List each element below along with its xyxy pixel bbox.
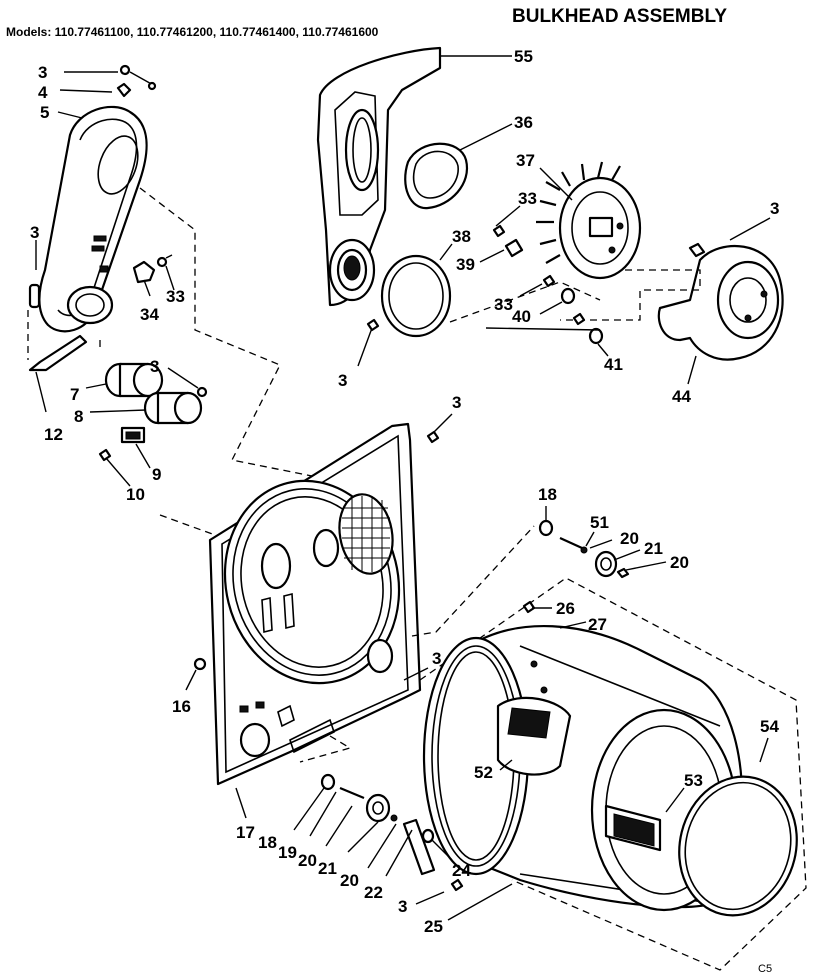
callout-20: 20 [340, 871, 359, 890]
callout-41: 41 [604, 355, 623, 374]
callout-54: 54 [760, 717, 779, 736]
screws-top-left [57, 64, 157, 119]
switch-part-9 [98, 426, 151, 487]
duct-cover-part-5 [38, 105, 148, 333]
callout-25: 25 [424, 917, 443, 936]
callout-4: 4 [38, 83, 48, 102]
drum-part-27 [422, 600, 743, 912]
callout-26: 26 [556, 599, 575, 618]
page-title: BULKHEAD ASSEMBLY [512, 6, 727, 27]
rear-duct-part-55 [316, 46, 512, 307]
nut-part-16 [185, 657, 207, 691]
callout-22: 22 [364, 883, 383, 902]
models-line: Models: 110.77461100, 110.77461200, 110.… [6, 25, 379, 39]
callout-7: 7 [70, 385, 79, 404]
bearing-parts-lower [293, 735, 513, 921]
callout-17: 17 [236, 823, 255, 842]
leader-3-bulkhead-right [403, 667, 429, 681]
callout-20: 20 [670, 553, 689, 572]
bulkhead-part-17 [208, 422, 422, 819]
callout-19: 19 [278, 843, 297, 862]
callout-20: 20 [298, 851, 317, 870]
callout-5: 5 [40, 103, 49, 122]
clip-part-12 [28, 334, 88, 413]
bulkhead-mount-line [411, 525, 535, 637]
lint-screen-grille [342, 496, 390, 572]
bulkhead-assembly-line [159, 514, 216, 536]
blower-wheel-part-37 [536, 161, 642, 280]
callout-38: 38 [452, 227, 471, 246]
seal-part-38 [380, 243, 453, 338]
motor-part-7-8 [85, 362, 208, 425]
callout-27: 27 [588, 615, 607, 634]
small-parts-33-40-41 [485, 205, 609, 357]
callout-24: 24 [452, 861, 471, 880]
callout-40: 40 [512, 307, 531, 326]
callout-3: 3 [150, 357, 159, 376]
callout-44: 44 [672, 387, 691, 406]
callout-55: 55 [514, 47, 533, 66]
screw-part-3-bulkhead [426, 413, 453, 444]
callout-18: 18 [258, 833, 277, 852]
callout-33: 33 [166, 287, 185, 306]
callout-21: 21 [318, 859, 337, 878]
callout-3: 3 [770, 199, 779, 218]
leader-39 [479, 249, 505, 263]
callout-34: 34 [140, 305, 159, 324]
callout-8: 8 [74, 407, 83, 426]
callout-20: 20 [620, 529, 639, 548]
callout-36: 36 [514, 113, 533, 132]
callout-16: 16 [172, 697, 191, 716]
callout-3: 3 [432, 649, 441, 668]
callout-12: 12 [44, 425, 63, 444]
callout-10: 10 [126, 485, 145, 504]
seal-part-54 [678, 737, 798, 917]
callout-33: 33 [518, 189, 537, 208]
screw-part-3-left [27, 240, 41, 360]
screw-part-3-center [357, 327, 373, 367]
callout-53: 53 [684, 771, 703, 790]
bearing-parts-upper [538, 506, 667, 579]
callout-52: 52 [474, 763, 493, 782]
drum-enclosure-line [419, 577, 807, 971]
callout-3: 3 [30, 223, 39, 242]
callout-3: 3 [398, 897, 407, 916]
callout-33: 33 [494, 295, 513, 314]
bracket-part-34 [132, 254, 175, 297]
callout-3: 3 [452, 393, 461, 412]
callout-51: 51 [590, 513, 609, 532]
seal-part-36 [404, 123, 513, 210]
housing-assembly-line [449, 281, 601, 323]
screw-part-3-center-head [366, 318, 380, 332]
callout-37: 37 [516, 151, 535, 170]
callout-9: 9 [152, 465, 161, 484]
duct-assembly-line [139, 187, 323, 479]
callout-3: 3 [338, 371, 347, 390]
callout-21: 21 [644, 539, 663, 558]
callout-3: 3 [38, 63, 47, 82]
callout-18: 18 [538, 485, 557, 504]
washer-part-39 [504, 238, 524, 258]
footer-code: C5 [758, 963, 772, 975]
callout-39: 39 [456, 255, 475, 274]
blower-housing-part-44 [560, 217, 784, 385]
